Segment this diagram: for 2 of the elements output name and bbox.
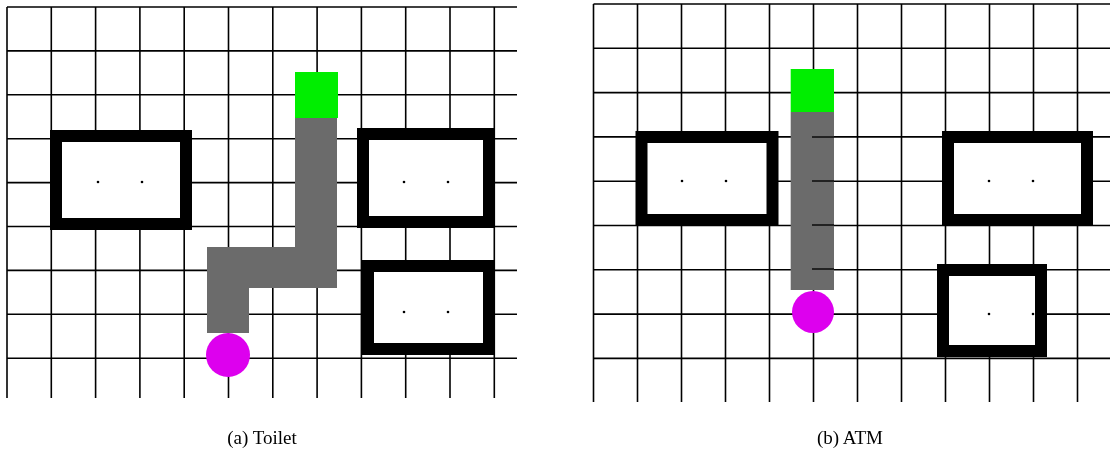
caption: (b) ATM [817,426,883,450]
caption: (a) Toilet [227,426,297,450]
